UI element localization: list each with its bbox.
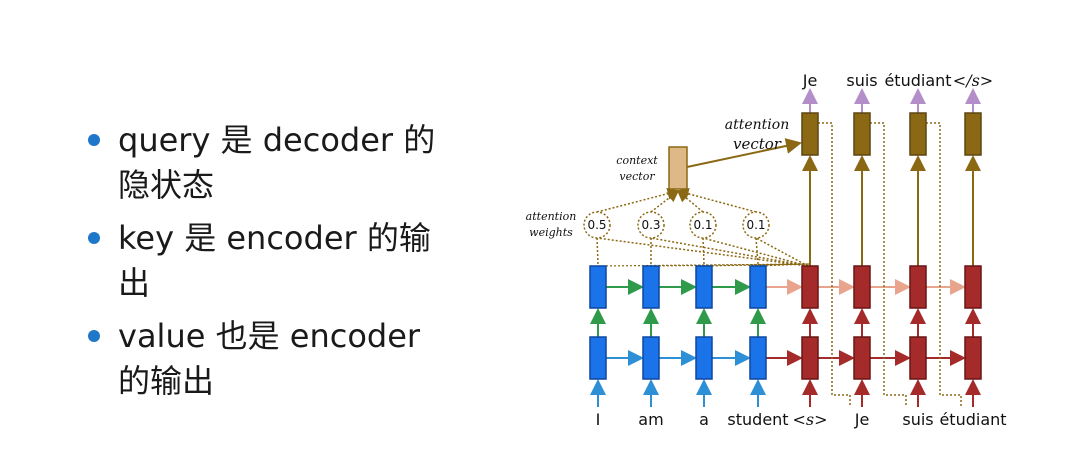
input-token: suis	[902, 410, 933, 429]
decoder-state-bottom	[801, 336, 819, 380]
weight-to-context	[676, 190, 704, 213]
encoder-state-bottom	[695, 336, 713, 380]
bullet-dot-icon	[88, 330, 100, 342]
encoder-state-bottom	[749, 336, 767, 380]
decoder-state-top	[853, 265, 871, 309]
input-token: student	[727, 410, 788, 429]
encoder-state-bottom	[589, 336, 607, 380]
query-weight-link	[755, 237, 809, 267]
decoder-state-top	[909, 265, 927, 309]
attention-weight-circle	[689, 211, 717, 239]
context-vector-label: vector	[619, 170, 655, 183]
input-token: <s>	[792, 410, 827, 429]
weight-to-context	[650, 190, 680, 213]
weight-link	[755, 237, 759, 265]
decoder-state-bottom	[909, 336, 927, 380]
context-to-attention-arrow	[686, 138, 802, 168]
query-weight-link	[596, 237, 809, 267]
context-vector-label: context	[616, 154, 658, 167]
encoder-state-top	[642, 265, 660, 309]
weight-to-context	[676, 187, 757, 213]
output-token: Je	[802, 71, 818, 90]
encoder-state-top	[749, 265, 767, 309]
decoder-state-bottom	[964, 336, 982, 380]
bullet-text: query 是 decoder 的隐状态	[118, 121, 436, 204]
input-token: étudiant	[939, 410, 1006, 429]
decoder-state-bottom	[853, 336, 871, 380]
weight-link	[702, 237, 705, 265]
bullet-text: value 也是 encoder 的输出	[118, 317, 421, 400]
bullet-item-key: key 是 encoder 的输出	[88, 216, 468, 306]
decoder-state-top	[964, 265, 982, 309]
bullet-item-value: value 也是 encoder 的输出	[88, 314, 468, 404]
attention-vector-label: attention	[725, 117, 789, 133]
key-link	[597, 263, 811, 267]
attention-vector-label: vector	[733, 135, 782, 153]
bullet-list: query 是 decoder 的隐状态 key 是 encoder 的输出 v…	[88, 118, 468, 412]
output-token: </s>	[953, 71, 993, 90]
key-link	[703, 263, 811, 267]
attention-weights-label: weights	[529, 226, 573, 239]
query-weight-link	[702, 237, 809, 267]
attention-weight-circle	[583, 211, 611, 239]
input-feed-path	[926, 122, 962, 407]
input-token: am	[638, 410, 663, 429]
input-feed-path	[818, 122, 851, 407]
attention-weight-value: 0.1	[693, 218, 712, 232]
query-weight-link	[650, 237, 809, 267]
attention-weight-value: 0.1	[746, 218, 765, 232]
input-token: Je	[854, 410, 870, 429]
attention-vector-box	[853, 112, 871, 156]
key-link	[650, 263, 811, 267]
attention-weight-value: 0.3	[641, 218, 660, 232]
encoder-state-top	[695, 265, 713, 309]
attention-vector-box	[801, 112, 819, 156]
attention-vector-box	[964, 112, 982, 156]
weight-link	[596, 237, 599, 265]
encoder-state-bottom	[642, 336, 660, 380]
context-vector-box	[668, 146, 688, 190]
input-token: a	[699, 410, 709, 429]
input-feed-path	[870, 122, 907, 407]
attention-vector-box	[909, 112, 927, 156]
attention-weight-value: 0.5	[587, 218, 606, 232]
decoder-state-top	[801, 265, 819, 309]
encoder-state-top	[589, 265, 607, 309]
bullet-dot-icon	[88, 232, 100, 244]
output-token: suis	[846, 71, 877, 90]
output-token: étudiant	[884, 71, 951, 90]
bullet-item-query: query 是 decoder 的隐状态	[88, 118, 468, 208]
attention-weights-label: attention	[526, 210, 577, 223]
bullet-dot-icon	[88, 134, 100, 146]
bullet-text: key 是 encoder 的输出	[118, 219, 431, 302]
weight-to-context	[596, 187, 680, 213]
attention-weight-circle	[637, 211, 665, 239]
input-token: I	[596, 410, 601, 429]
attention-weight-circle	[742, 211, 770, 239]
